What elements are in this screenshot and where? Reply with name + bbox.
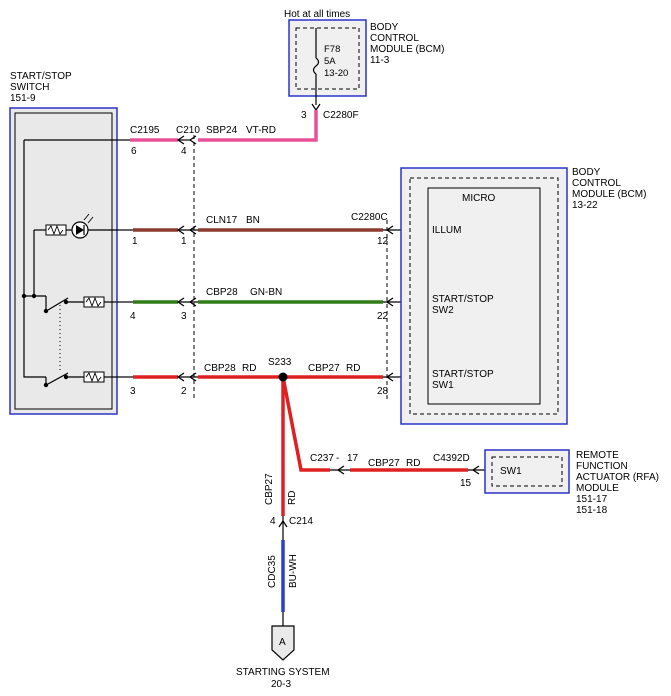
bcm-top-line1: BODY bbox=[370, 22, 399, 33]
bcm-pin-illum: ILLUM bbox=[432, 225, 461, 236]
pin-sw2-left: 4 bbox=[130, 311, 136, 322]
pin-c2280f: 3 bbox=[301, 110, 307, 121]
pin-c4392d: 15 bbox=[460, 478, 472, 489]
wire-sbp24 bbox=[198, 110, 318, 142]
connector-c210-label: C210 bbox=[176, 125, 200, 136]
bcm-fuse-module-box bbox=[288, 19, 367, 97]
connector-c237-label: C237 bbox=[310, 453, 334, 464]
rfa-sw1: SW1 bbox=[500, 466, 522, 477]
rfa-line1: REMOTE bbox=[576, 450, 619, 461]
wire-cbp27-branch bbox=[281, 376, 330, 472]
bcm-top-line4: 11-3 bbox=[370, 55, 390, 66]
pin-c214: 4 bbox=[270, 516, 276, 527]
fuse-name: F78 bbox=[324, 44, 340, 55]
circuit-cln17: CLN17 bbox=[206, 215, 238, 226]
bcm-pin-sw1-b: SW1 bbox=[432, 380, 454, 391]
bcm-pin-sw2-a: START/STOP bbox=[432, 294, 494, 305]
connector-c2280f-label: C2280F bbox=[323, 110, 359, 121]
pin-illum-right: 12 bbox=[377, 236, 389, 247]
circuit-cbp28: CBP28 bbox=[204, 363, 236, 374]
connector-c2280c-label: C2280C bbox=[351, 212, 388, 223]
connector-c214-label: C214 bbox=[289, 516, 313, 527]
starting-system-connector-icon bbox=[271, 625, 295, 661]
pin-sw1-right: 28 bbox=[377, 386, 389, 397]
fuse-rating: 5A bbox=[324, 56, 336, 67]
pin-sw2-mid: 3 bbox=[181, 311, 187, 322]
switch-label-line1: START/STOP bbox=[10, 71, 72, 82]
rfa-module-box bbox=[484, 449, 570, 494]
pin-illum-left: 1 bbox=[132, 236, 138, 247]
bcm-micro-module-box bbox=[400, 167, 568, 425]
circuit-cbp27: CBP27 bbox=[308, 363, 340, 374]
rfa-line2: FUNCTION bbox=[576, 461, 628, 472]
pin-c237-sep: - bbox=[336, 453, 339, 464]
rfa-line6: 151-18 bbox=[576, 505, 608, 516]
rfa-line3: ACTUATOR (RFA) bbox=[576, 472, 659, 483]
circuit-cbp28-top-color: GN-BN bbox=[250, 287, 282, 298]
bcm-micro-title: MICRO bbox=[462, 193, 496, 204]
pin-c2195-top: 6 bbox=[131, 146, 137, 157]
connector-c4392d-label: C4392D bbox=[433, 453, 470, 464]
bcm-pin-sw1-a: START/STOP bbox=[432, 369, 494, 380]
splice-s233-dot bbox=[278, 372, 288, 382]
bcm-top-line3: MODULE (BCM) bbox=[370, 44, 444, 55]
pin-c237: 17 bbox=[347, 453, 359, 464]
pin-illum-mid: 1 bbox=[181, 236, 187, 247]
circuit-cdc35: CDC35 bbox=[267, 555, 278, 588]
circuit-cbp28-color: RD bbox=[242, 363, 256, 374]
circuit-cbp28-top: CBP28 bbox=[206, 287, 238, 298]
pin-sw1-mid: 2 bbox=[181, 386, 187, 397]
bcm-pin-sw2-b: SW2 bbox=[432, 305, 454, 316]
circuit-sbp24-color: VT-RD bbox=[246, 125, 276, 136]
bcm-micro-line4: 13-22 bbox=[572, 200, 598, 211]
connector-c2195-label: C2195 bbox=[130, 125, 160, 136]
circuit-sbp24: SBP24 bbox=[206, 125, 238, 136]
bcm-micro-line1: BODY bbox=[572, 167, 601, 178]
switch-label-line3: 151-9 bbox=[10, 93, 36, 104]
bcm-fuse-inner-box bbox=[295, 27, 360, 90]
circuit-cbp27-rfa: CBP27 bbox=[368, 458, 400, 469]
circuit-cbp27-color: RD bbox=[346, 363, 360, 374]
switch-label-line2: SWITCH bbox=[10, 82, 49, 93]
fuse-icon bbox=[312, 57, 320, 75]
fuse-ref: 13-20 bbox=[324, 68, 348, 79]
starting-system-ref: 20-3 bbox=[271, 679, 291, 690]
bcm-micro-line3: MODULE (BCM) bbox=[572, 189, 646, 200]
starting-system-label: STARTING SYSTEM bbox=[236, 667, 330, 678]
circuit-cln17-color: BN bbox=[246, 215, 260, 226]
splice-s233-label: S233 bbox=[268, 357, 292, 368]
circuit-cbp27-vertical: CBP27 bbox=[264, 473, 275, 505]
bcm-micro-line2: CONTROL bbox=[572, 178, 621, 189]
starting-connector-letter: A bbox=[279, 637, 286, 648]
hot-at-all-times-label: Hot at all times bbox=[284, 9, 350, 20]
rfa-line4: MODULE bbox=[576, 483, 619, 494]
circuit-cbp27-rfa-color: RD bbox=[406, 458, 420, 469]
pin-sw2-right: 22 bbox=[377, 311, 389, 322]
switch-sw1-contact-icon bbox=[47, 372, 69, 385]
circuit-cbp27-vertical-color: RD bbox=[287, 491, 298, 505]
switch-sw2-contact-icon bbox=[47, 297, 69, 311]
start-stop-switch-box bbox=[9, 107, 118, 415]
pin-sw1-left: 3 bbox=[130, 386, 136, 397]
connector-c214-icon bbox=[278, 519, 288, 528]
pin-c210-top: 4 bbox=[181, 146, 187, 157]
circuit-cdc35-color: BU-WH bbox=[288, 554, 299, 588]
rfa-line5: 151-17 bbox=[576, 494, 608, 505]
bcm-top-line2: CONTROL bbox=[370, 33, 419, 44]
